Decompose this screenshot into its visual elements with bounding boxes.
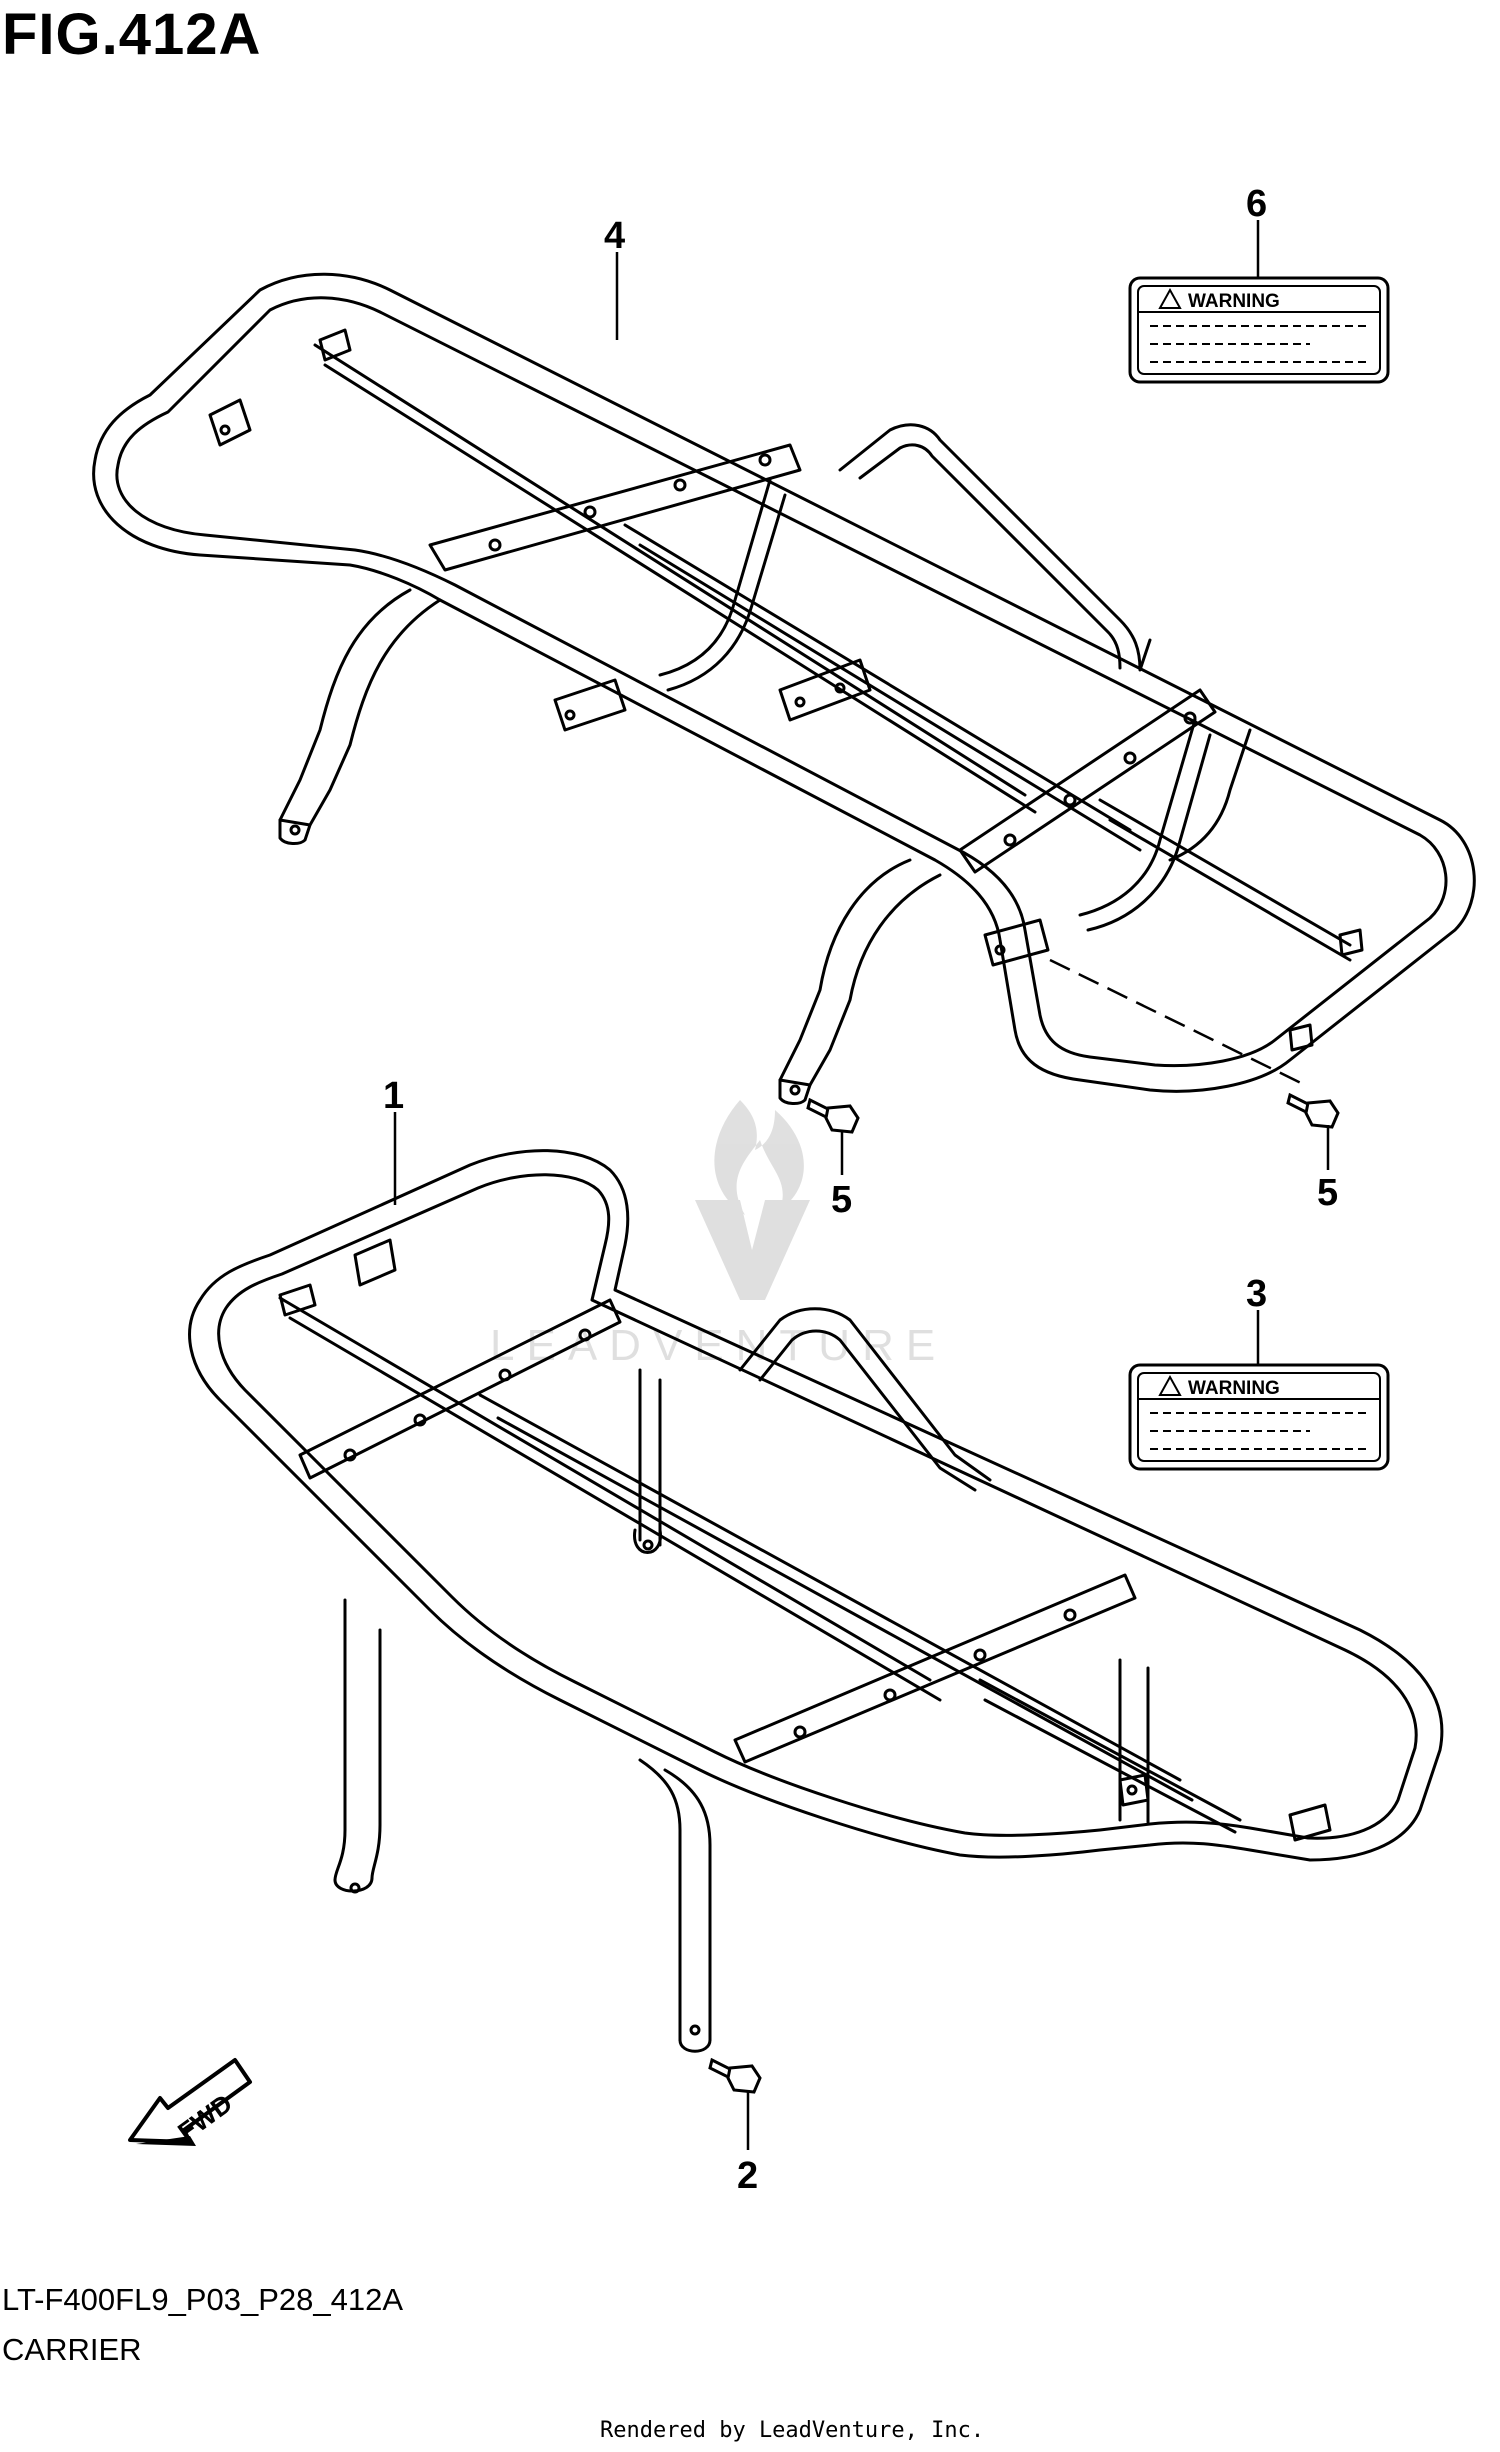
forward-arrow-icon: FWD — [128, 2058, 252, 2147]
install-line-right — [1049, 958, 1306, 1087]
diagram-code: LT-F400FL9_P03_P28_412A — [2, 2282, 404, 2317]
rear-carrier-part-4 — [92, 272, 1476, 1105]
callout-6: 6 — [1246, 183, 1267, 225]
warning-triangle-icon — [1158, 1374, 1182, 1396]
callout-5-right: 5 — [1317, 1172, 1338, 1214]
figure-title: FIG.412A — [2, 2, 262, 67]
rendered-by-credit: Rendered by LeadVenture, Inc. — [600, 2418, 985, 2443]
bolt-part-5-left — [806, 1097, 860, 1134]
watermark-text: LEADVENTURE — [490, 1321, 947, 1370]
warning-label-text-bottom: WARNING — [1188, 1378, 1280, 1399]
watermark: LEADVENTURE — [490, 1100, 947, 1370]
callout-5-left: 5 — [831, 1179, 852, 1221]
bolt-part-2 — [708, 2057, 762, 2094]
watermark-flame-icon — [714, 1100, 804, 1215]
callout-4: 4 — [604, 215, 625, 257]
callout-2: 2 — [737, 2155, 758, 2197]
callout-3: 3 — [1246, 1273, 1267, 1315]
warning-triangle-icon — [1158, 287, 1182, 309]
diagram-name: CARRIER — [2, 2332, 142, 2367]
watermark-v-icon — [695, 1200, 810, 1300]
bolt-part-5-right — [1286, 1092, 1340, 1129]
callout-leaders — [393, 220, 1330, 2150]
front-carrier-part-1 — [188, 1149, 1444, 2053]
callout-1: 1 — [383, 1075, 404, 1117]
warning-label-text-top: WARNING — [1188, 291, 1280, 312]
